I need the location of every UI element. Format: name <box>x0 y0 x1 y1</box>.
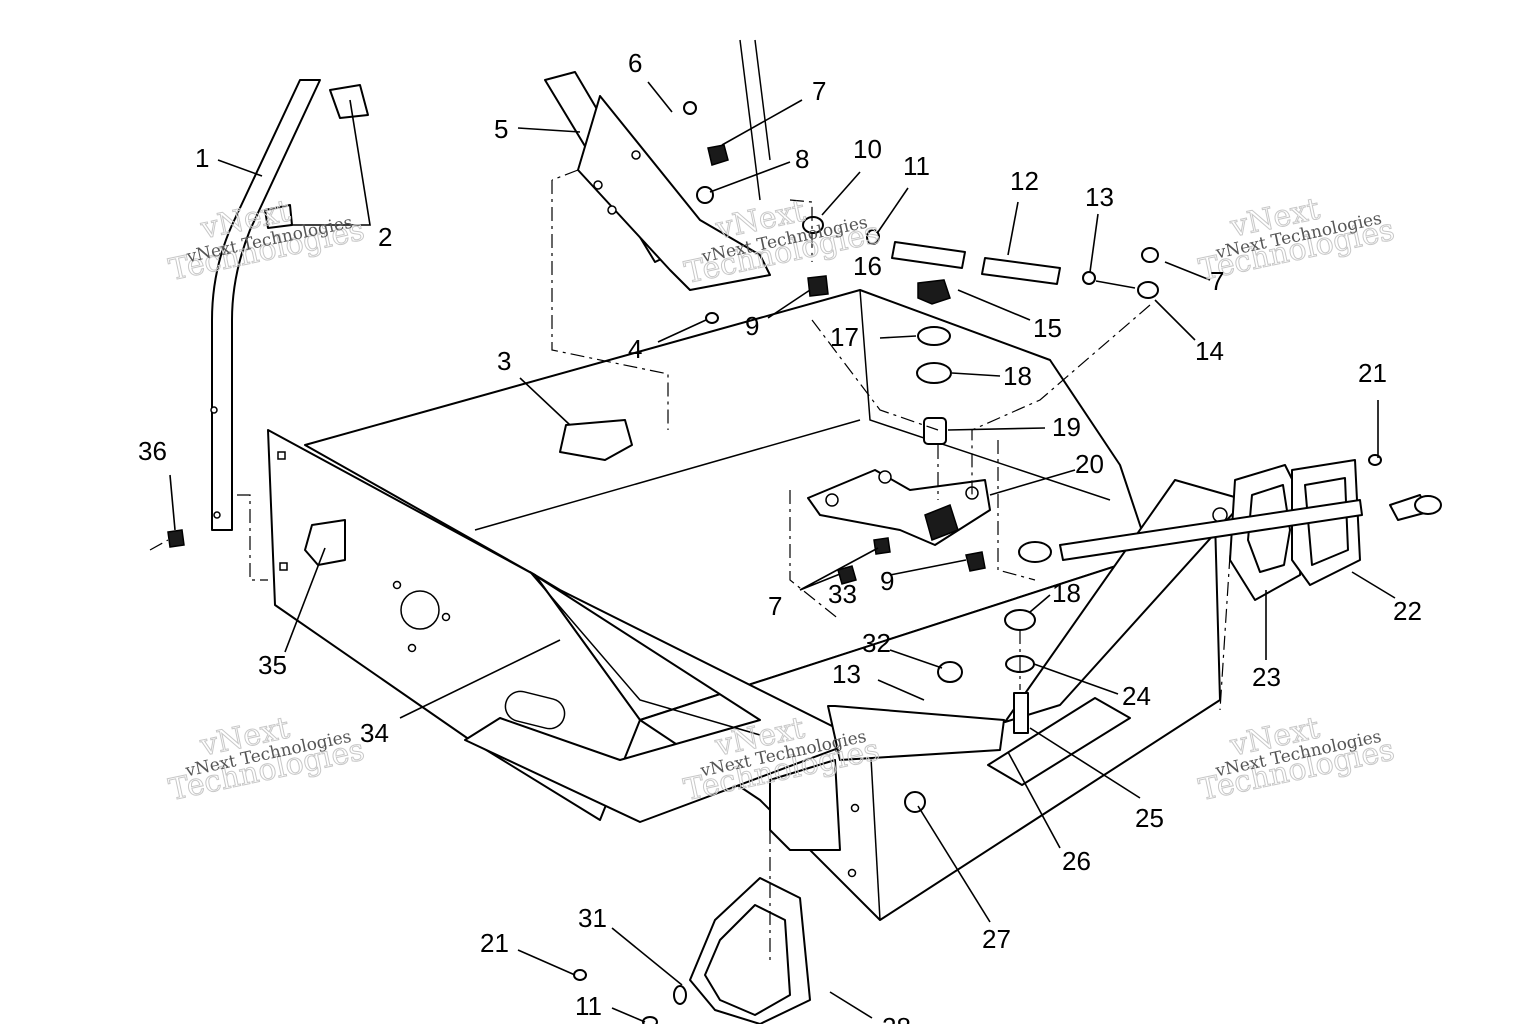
steering-arm-plate <box>807 469 991 546</box>
callout-17: 17 <box>830 322 859 352</box>
callout-labels: 1 2 3 4 5 6 7 7 7 8 9 9 10 11 11 12 13 1… <box>138 48 1422 1024</box>
callout-16: 16 <box>853 251 882 281</box>
callout-10: 10 <box>853 134 882 164</box>
callout-35: 35 <box>258 650 287 680</box>
skid-plate <box>464 571 861 823</box>
steering-post <box>544 39 771 291</box>
callout-1: 1 <box>195 143 209 173</box>
callout-23: 23 <box>1252 662 1281 692</box>
small-hardware <box>167 84 1382 1024</box>
callout-8: 8 <box>795 144 809 174</box>
callout-7-top: 7 <box>812 76 826 106</box>
callout-9-upper: 9 <box>745 311 759 341</box>
callout-4: 4 <box>628 334 642 364</box>
callout-18-lower: 18 <box>1052 578 1081 608</box>
callout-25: 25 <box>1135 803 1164 833</box>
callout-13-center: 13 <box>832 659 861 689</box>
callout-13-top: 13 <box>1085 182 1114 212</box>
callout-7-center: 7 <box>768 591 782 621</box>
callout-14: 14 <box>1195 336 1224 366</box>
callout-20: 20 <box>1075 449 1104 479</box>
callout-28: 28 <box>882 1012 911 1024</box>
callout-32: 32 <box>862 628 891 658</box>
callout-11-bottom: 11 <box>575 991 602 1021</box>
lower-tie-rod <box>1018 494 1442 563</box>
handle-bar-tube <box>210 79 321 531</box>
watermark-bottom-left: vNext Technologies vNext Technologies <box>165 710 367 808</box>
assembly-lines <box>149 169 1231 960</box>
callout-9-lower: 9 <box>880 566 894 596</box>
callout-24: 24 <box>1122 681 1151 711</box>
callout-36: 36 <box>138 436 167 466</box>
callout-31: 31 <box>578 903 607 933</box>
callout-21-right: 21 <box>1358 358 1387 388</box>
king-pin-stack <box>916 279 1036 734</box>
callout-11-top: 11 <box>903 151 930 181</box>
callout-22: 22 <box>1393 596 1422 626</box>
callout-15: 15 <box>1033 313 1062 343</box>
callout-27: 27 <box>982 924 1011 954</box>
callout-7-right: 7 <box>1210 266 1224 296</box>
bearing-plate-right <box>1229 459 1361 601</box>
callout-3: 3 <box>497 346 511 376</box>
callout-6: 6 <box>628 48 642 78</box>
callout-5: 5 <box>494 114 508 144</box>
bearing-plate-lower <box>689 759 841 1024</box>
callout-12: 12 <box>1010 166 1039 196</box>
callout-34: 34 <box>360 718 389 748</box>
callout-33: 33 <box>828 579 857 609</box>
callout-18-upper: 18 <box>1003 361 1032 391</box>
callout-21-bottom: 21 <box>480 928 509 958</box>
callout-19: 19 <box>1052 412 1081 442</box>
callout-26: 26 <box>1062 846 1091 876</box>
watermark-bottom-right: vNext Technologies vNext Technologies <box>1195 710 1397 808</box>
leader-lines <box>169 81 1396 1023</box>
tie-rod-assembly <box>802 216 1159 299</box>
callout-2: 2 <box>378 222 392 252</box>
